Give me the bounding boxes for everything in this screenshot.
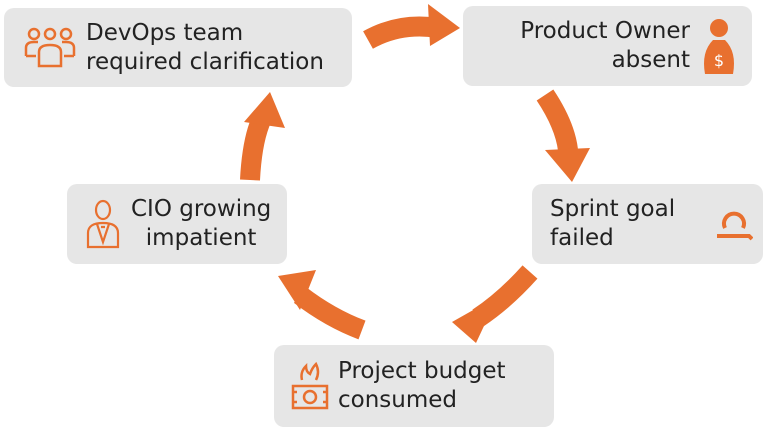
arrowhead	[428, 4, 460, 46]
cycle-icon	[713, 206, 753, 242]
step-line1: Project budget	[338, 358, 506, 384]
step-devops: DevOps team required clarification	[4, 8, 352, 87]
step-budget: Project budget consumed	[274, 345, 554, 427]
arrowhead	[452, 296, 498, 343]
team-icon	[22, 26, 78, 70]
step-line2: failed	[550, 225, 614, 251]
executive-icon	[83, 199, 123, 249]
arrowhead	[278, 270, 316, 310]
arrowhead	[244, 92, 285, 128]
step-sprint: Sprint goal failed	[532, 184, 763, 264]
burning-money-icon	[288, 360, 332, 412]
person-money-icon: $	[696, 18, 742, 74]
step-line2: impatient	[145, 225, 257, 251]
step-cio: CIO growing impatient	[67, 184, 287, 264]
svg-text:$: $	[714, 51, 724, 70]
arrow-budget-to-cio	[293, 287, 366, 340]
step-line2: required clarification	[86, 48, 324, 75]
arrow-po-to-sprint	[536, 89, 578, 152]
step-line1: Sprint goal	[550, 196, 676, 222]
step-product-owner: Product Owner absent $	[463, 6, 752, 86]
step-line2: absent	[611, 47, 690, 73]
step-line2: consumed	[338, 387, 458, 413]
arrow-cio-to-devops	[240, 113, 272, 181]
arrow-devops-to-po	[363, 16, 440, 49]
step-line1: CIO growing	[131, 196, 272, 222]
step-line1: Product Owner	[520, 18, 690, 44]
step-line1: DevOps team	[86, 19, 244, 46]
arrowhead	[545, 148, 590, 182]
